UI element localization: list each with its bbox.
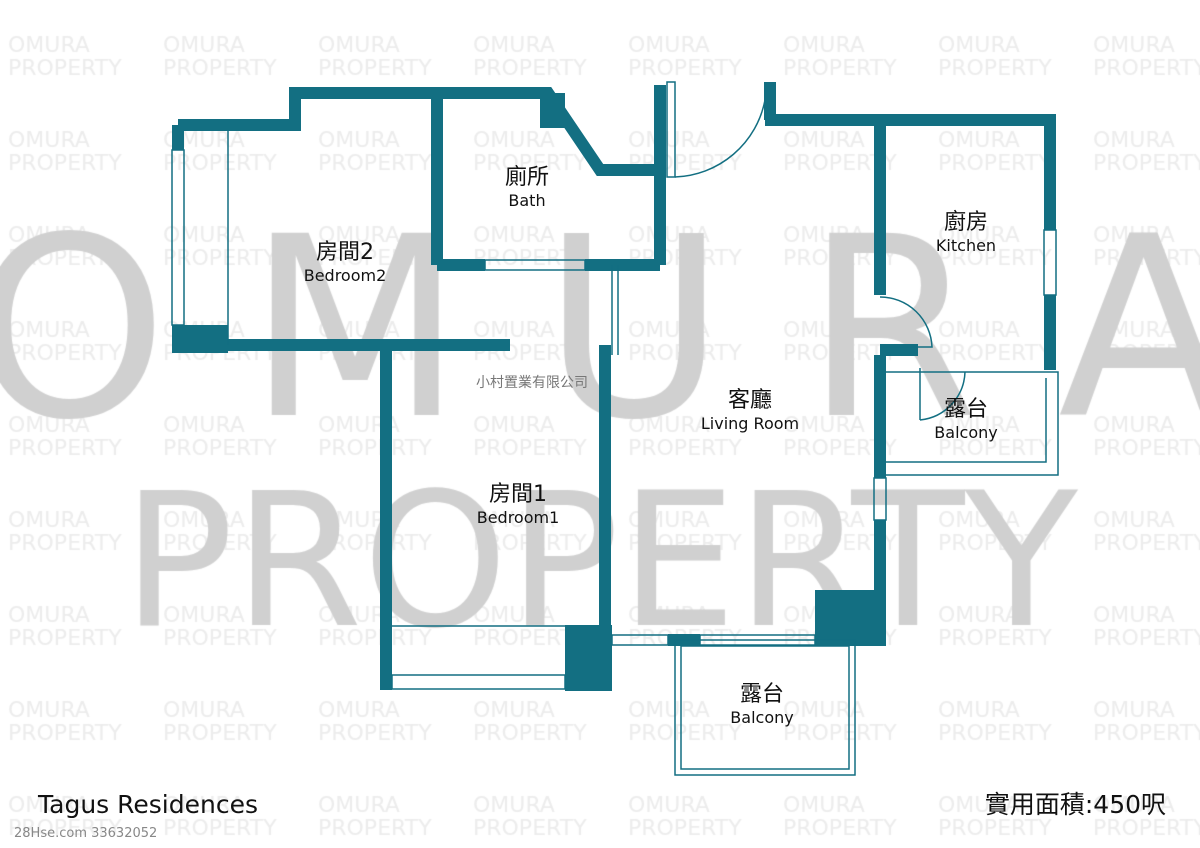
room-label-en: Bedroom1 (476, 508, 560, 527)
room-kitchen: 廚房 Kitchen (936, 210, 996, 256)
room-label-zh: 房間2 (315, 240, 374, 265)
kitchen-door-swing (879, 296, 933, 348)
company-name: 小村置業有限公司 (476, 375, 588, 391)
estate-title: Tagus Residences (38, 790, 258, 819)
room-living: 客廳 Living Room (701, 388, 799, 434)
room-label-zh: 廁所 (504, 165, 550, 190)
room-label-zh: 露台 (739, 682, 785, 707)
wall-pillar (815, 590, 886, 646)
wall (765, 114, 1056, 230)
balcony-railing (674, 639, 856, 776)
room-label-en: Kitchen (935, 236, 997, 255)
room-label-en: Living Room (700, 414, 800, 433)
wall-pillar (172, 325, 228, 353)
wall-pillar (540, 93, 565, 128)
window (171, 149, 185, 326)
saleable-area: 實用面積:450呎 (984, 790, 1166, 819)
balcony-door-swing (919, 368, 966, 421)
room-bedroom1: 房間1 Bedroom1 (477, 482, 560, 528)
room-label-en: Balcony (934, 423, 998, 442)
room-balcony-bottom: 露台 Balcony (730, 682, 793, 728)
wall (178, 87, 660, 176)
wall-pillar (565, 625, 612, 691)
balcony-railing (886, 371, 1059, 476)
room-label-zh: 廚房 (943, 210, 989, 235)
listing-reference: 28Hse.com 33632052 (14, 826, 158, 841)
window (484, 259, 586, 271)
room-label-en: Bedroom2 (303, 266, 387, 285)
room-label-zh: 露台 (943, 397, 989, 422)
room-label-zh: 房間1 (488, 482, 547, 507)
room-bedroom2: 房間2 Bedroom2 (304, 240, 387, 286)
room-balcony-right: 露台 Balcony (934, 397, 997, 443)
window (611, 634, 669, 646)
room-label-en: Balcony (730, 708, 794, 727)
room-label-zh: 客廳 (727, 388, 772, 413)
room-bath: 廁所 Bath (505, 165, 549, 211)
room-label-en: Bath (508, 191, 546, 210)
window (873, 477, 887, 521)
entry-door-leaf (666, 81, 676, 178)
window (1043, 229, 1057, 296)
entry-door-swing (674, 99, 766, 178)
window (391, 674, 566, 690)
